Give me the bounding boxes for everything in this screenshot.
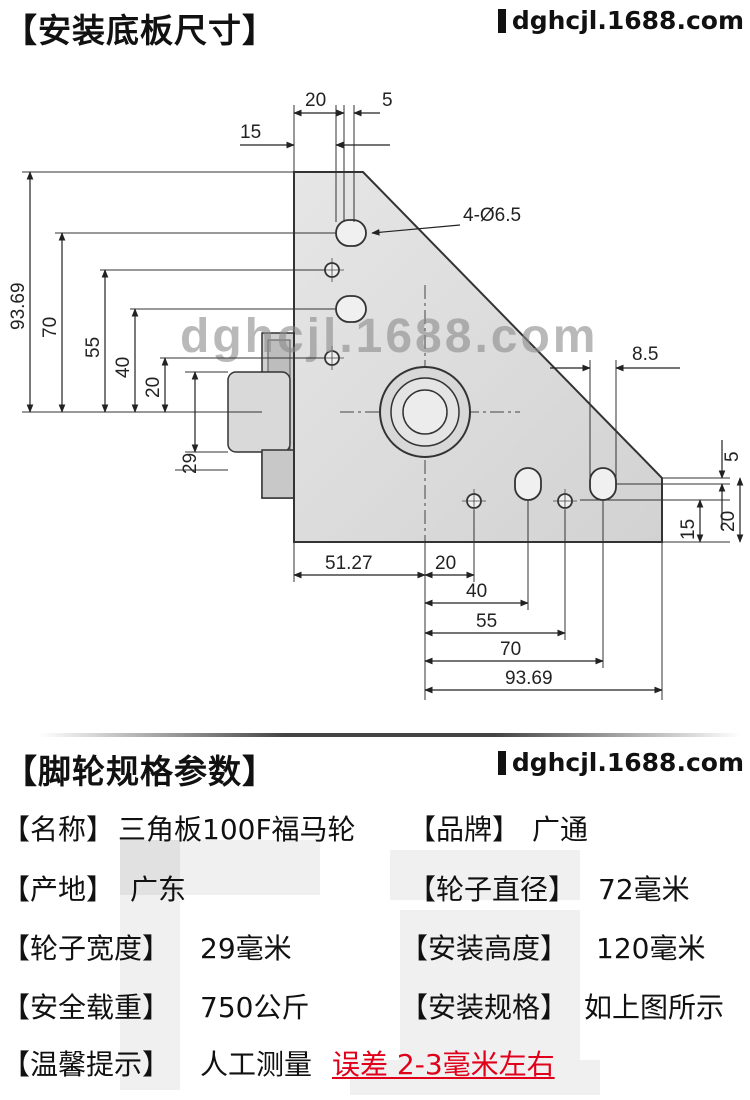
origin-value: 广东: [130, 873, 187, 906]
dim-bottom-51-27: 51.27: [325, 553, 373, 574]
dim-left-70: 70: [40, 317, 61, 338]
dim-right-5: 5: [722, 451, 743, 462]
width-label: 【轮子宽度】: [2, 932, 171, 965]
origin-label: 【产地】: [2, 873, 115, 906]
site-url-text: dghcjl.1688.com: [511, 748, 744, 777]
tip-text: 人工测量: [200, 1048, 313, 1081]
drawing-watermark: dghcjl.1688.com: [180, 310, 598, 363]
dim-bottom-70: 70: [500, 639, 521, 660]
dim-top-15: 15: [240, 122, 261, 143]
diameter-value: 72毫米: [598, 873, 690, 906]
spec-label: 【安装规格】: [400, 991, 569, 1024]
dim-right-8-5: 8.5: [632, 344, 658, 365]
brand-value: 广通: [532, 813, 589, 846]
section-title-caster-specs: 【脚轮规格参数】: [4, 752, 276, 791]
section-divider: [40, 733, 740, 737]
dim-bottom-93-69: 93.69: [505, 668, 553, 689]
triangular-plate: [293, 171, 663, 543]
load-value: 750公斤: [200, 991, 310, 1024]
spec-row-3: 【轮子宽度】 29毫米 【安装高度】 120毫米: [0, 927, 750, 977]
dim-right-15: 15: [678, 519, 699, 540]
width-value: 29毫米: [200, 932, 292, 965]
spec-row-5: 【温馨提示】 人工测量 误差 2-3毫米左右: [0, 1043, 750, 1093]
site-url-text: dghcjl.1688.com: [511, 6, 744, 35]
height-label: 【安装高度】: [400, 932, 569, 965]
dim-bottom-20: 20: [435, 553, 456, 574]
tip-label: 【温馨提示】: [2, 1048, 171, 1081]
name-value: 三角板100F福马轮: [118, 813, 356, 846]
site-url-bottom: dghcjl.1688.com: [497, 748, 744, 777]
load-label: 【安全载重】: [2, 991, 171, 1024]
dim-left-29: 29: [180, 453, 201, 474]
dimension-lines: [26, 109, 744, 694]
dim-bottom-40: 40: [466, 581, 487, 602]
brand-label: 【品牌】: [408, 813, 521, 846]
dim-bottom-55: 55: [476, 611, 497, 632]
height-value: 120毫米: [596, 932, 706, 965]
dim-left-93-69: 93.69: [8, 282, 29, 330]
site-bar-icon: [497, 8, 506, 33]
dim-top-5: 5: [382, 90, 393, 111]
central-boss: [379, 366, 471, 458]
dim-top-20: 20: [305, 90, 326, 111]
dim-left-40: 40: [113, 357, 134, 378]
section-title-mounting-plate: 【安装底板尺寸】: [4, 11, 276, 50]
site-url-top: dghcjl.1688.com: [497, 6, 744, 35]
tip-warning: 误差 2-3毫米左右: [332, 1048, 555, 1081]
hole-spec-label: 4-Ø6.5: [463, 205, 521, 226]
spec-row-1: 【名称】 三角板100F福马轮 【品牌】 广通: [0, 808, 750, 858]
spec-value: 如上图所示: [584, 991, 725, 1024]
spec-row-4: 【安全载重】 750公斤 【安装规格】 如上图所示: [0, 986, 750, 1036]
dim-right-20: 20: [718, 511, 739, 532]
diameter-label: 【轮子直径】: [408, 873, 577, 906]
spec-row-2: 【产地】 广东 【轮子直径】 72毫米: [0, 868, 750, 918]
name-label: 【名称】: [2, 813, 115, 846]
dim-left-20: 20: [143, 377, 164, 398]
dim-left-55: 55: [83, 337, 104, 358]
site-bar-icon: [497, 750, 506, 775]
mounting-plate-drawing: dghcjl.1688.com: [8, 90, 744, 700]
